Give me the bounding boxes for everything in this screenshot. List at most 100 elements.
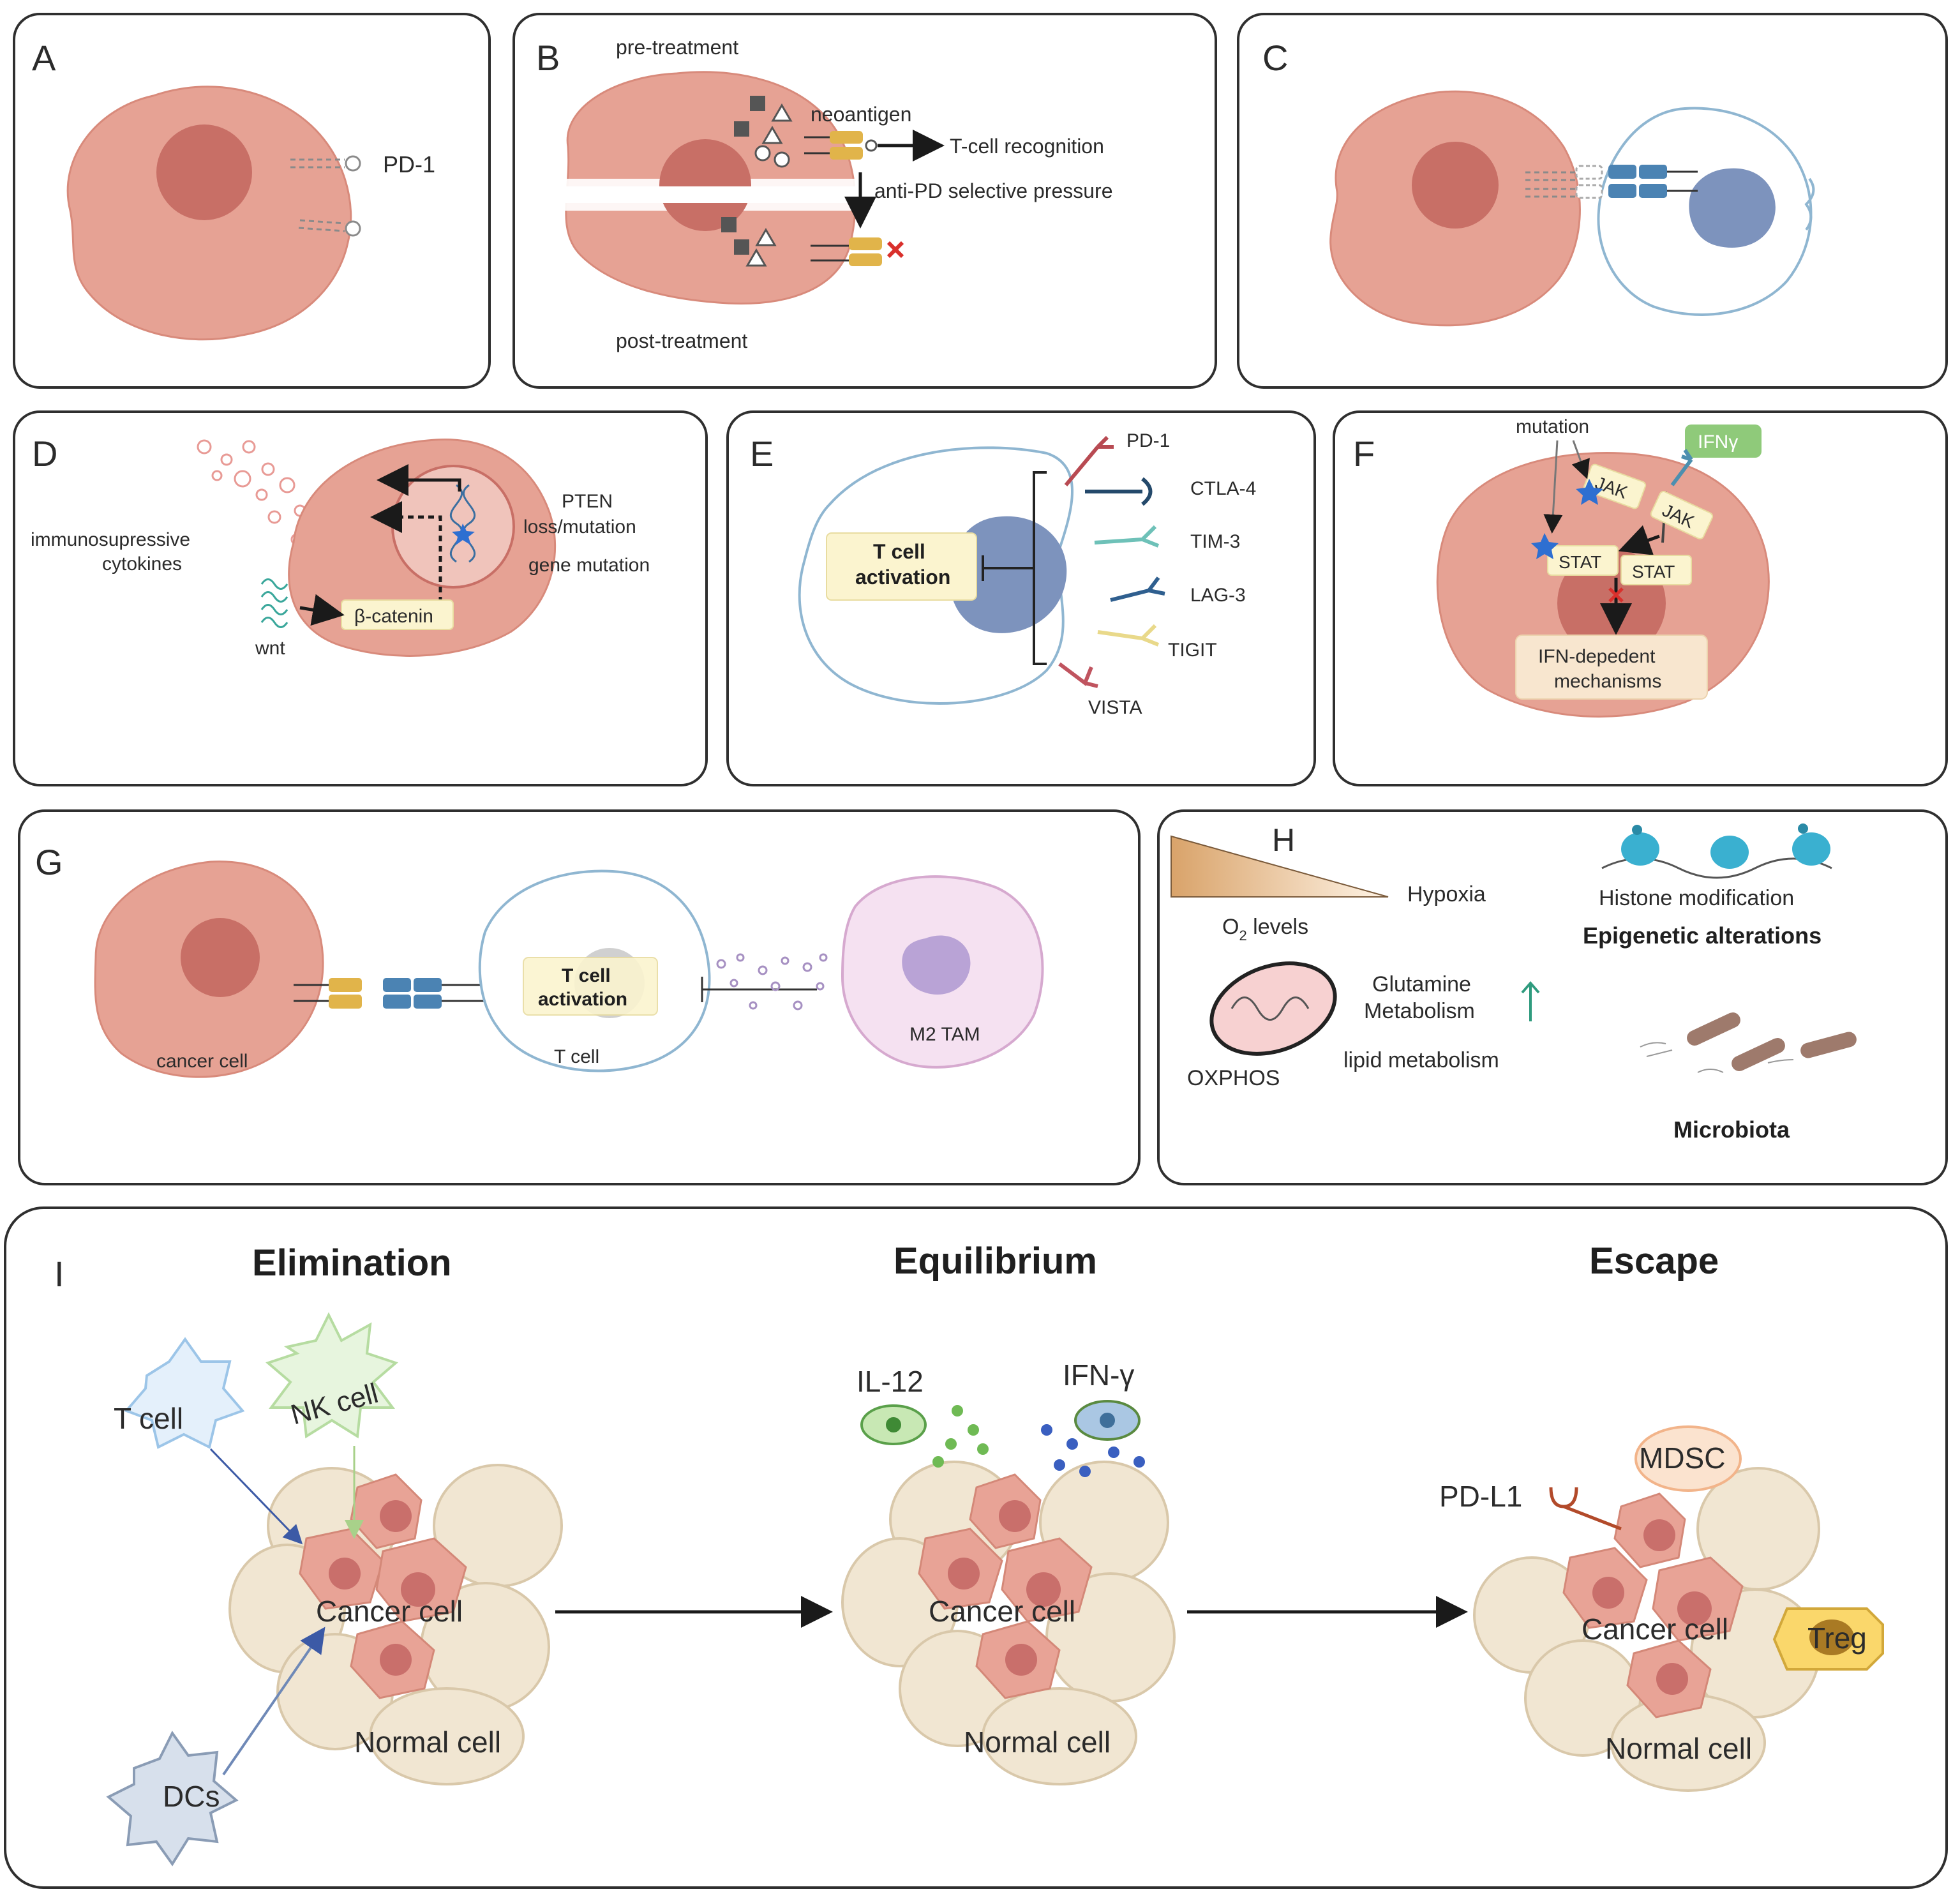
pd1-receptor <box>290 158 345 169</box>
label-lipid: lipid metabolism <box>1343 1048 1499 1072</box>
label-glutamine: Glutamine <box>1372 972 1471 996</box>
panel-letter-h: H <box>1272 822 1295 858</box>
nucleus <box>181 918 260 997</box>
label-ctla4: CTLA-4 <box>1190 478 1256 499</box>
pd1-receptor <box>383 978 411 992</box>
label-microbiota: Microbiota <box>1673 1116 1790 1143</box>
label-histone: Histone modification <box>1599 886 1794 910</box>
label-t-cell-name: T cell <box>554 1046 599 1067</box>
label-pten: PTEN <box>562 491 613 512</box>
tam-nucleus <box>902 935 971 995</box>
nucleus <box>1412 142 1499 229</box>
label-t-cell: T cell <box>562 965 611 986</box>
label-beta-catenin: β-catenin <box>354 606 433 627</box>
label-pd1: PD-1 <box>383 151 435 177</box>
label-tigit: TIGIT <box>1168 640 1217 661</box>
vista-receptor <box>1058 662 1098 688</box>
label-cancer-cell-2: Cancer cell <box>929 1595 1075 1628</box>
panel-letter-d: D <box>32 433 57 474</box>
label-t-cell-recognition: T-cell recognition <box>950 135 1104 158</box>
label-stat-2: STAT <box>1632 562 1675 582</box>
panel-letter-e: E <box>750 433 774 474</box>
cytokine-dots <box>716 953 828 1011</box>
label-treg: Treg <box>1807 1621 1867 1655</box>
label-mechanisms: mechanisms <box>1554 671 1661 692</box>
label-cytokines-2: cytokines <box>102 553 182 575</box>
panel-c: C <box>1237 13 1948 389</box>
panel-letter-a: A <box>32 38 56 78</box>
tcr-receptor <box>830 131 863 144</box>
label-normal-cell-2: Normal cell <box>964 1725 1111 1759</box>
label-cancer-cell: cancer cell <box>156 1051 248 1072</box>
panel-letter-f: F <box>1353 433 1375 474</box>
panel-g: G cancer cell T cell activation T cell M… <box>18 809 1141 1185</box>
label-ifn-dependent: IFN-depedent <box>1538 646 1656 667</box>
heading-elimination: Elimination <box>252 1242 452 1284</box>
mutation-star-icon <box>1576 479 1603 505</box>
ctla4-receptor <box>1085 477 1153 506</box>
panel-letter-i: I <box>54 1254 64 1294</box>
label-cancer-cell: Cancer cell <box>316 1595 463 1628</box>
dcs-star <box>106 1731 239 1867</box>
label-epigenetic: Epigenetic alterations <box>1583 922 1822 949</box>
label-cytokines-1: immunosupressive <box>31 529 190 550</box>
histone-icon <box>1601 823 1832 879</box>
panel-letter-b: B <box>536 38 560 78</box>
label-normal-cell: Normal cell <box>354 1725 501 1759</box>
label-cancer-cell-3: Cancer cell <box>1582 1612 1728 1646</box>
label-vista: VISTA <box>1088 697 1142 718</box>
lag3-receptor <box>1110 576 1165 602</box>
label-dcs: DCs <box>163 1780 220 1813</box>
label-gene-mutation: gene mutation <box>528 555 650 576</box>
mdsc-cell <box>1635 1425 1742 1492</box>
label-m2-tam: M2 TAM <box>909 1024 980 1045</box>
panel-i: I Elimination Equilibrium Escape Cancer … <box>4 1206 1948 1889</box>
label-activation: activation <box>538 989 627 1010</box>
pd-l1-receptor <box>1549 1487 1622 1531</box>
stat-box <box>1547 545 1619 576</box>
label-tim3: TIM-3 <box>1190 531 1240 552</box>
label-ifn-gamma: IFN-γ <box>1063 1358 1134 1392</box>
label-oxphos: OXPHOS <box>1187 1066 1280 1090</box>
ifn-gamma-badge <box>1685 425 1762 458</box>
nucleus <box>156 124 252 220</box>
label-mutation: mutation <box>1516 416 1589 437</box>
bacteria-icon <box>1640 1012 1857 1073</box>
label-pd-l1: PD-L1 <box>1439 1480 1522 1513</box>
wnt-receptor <box>260 578 288 628</box>
label-pd1: PD-1 <box>1126 430 1170 451</box>
label-activation: activation <box>855 566 950 589</box>
label-wnt: wnt <box>255 638 285 659</box>
label-stat: STAT <box>1559 552 1601 572</box>
panel-d: D β-catenin wnt immunosupressive cytokin… <box>13 410 708 786</box>
panel-b: B pre-treatment neoantigen T-cell recogn… <box>512 13 1217 389</box>
panel-f: F IFNγ JAK JAK STAT STAT mutation IFN-de… <box>1333 410 1948 786</box>
label-post-treatment: post-treatment <box>616 329 747 352</box>
t-cell-nucleus <box>949 516 1067 633</box>
label-selective-pressure: anti-PD selective pressure <box>874 179 1112 202</box>
tigit-receptor <box>1097 624 1160 647</box>
nucleus <box>659 139 751 231</box>
nk-cell-star <box>266 1312 398 1439</box>
blocked-x-icon <box>886 241 904 259</box>
up-arrow-icon <box>1521 981 1540 1021</box>
o2-gradient-triangle <box>1171 835 1389 898</box>
elimination-cluster <box>228 1464 563 1785</box>
ifn-mechanisms-box <box>1515 635 1708 700</box>
label-pre-treatment: pre-treatment <box>616 36 738 59</box>
label-mdsc: MDSC <box>1639 1441 1725 1475</box>
label-ifn-gamma: IFNγ <box>1698 432 1738 453</box>
label-t-cell: T cell <box>873 540 925 563</box>
t-cell-activation-box <box>826 532 977 601</box>
mitochondria-icon <box>1209 961 1337 1056</box>
panel-letter-c: C <box>1262 38 1288 78</box>
panel-letter-g: G <box>35 842 63 882</box>
label-o2: O2 levels <box>1222 915 1308 943</box>
panel-h: H Hypoxia O2 levels Histone modification… <box>1157 809 1948 1185</box>
label-normal-cell-3: Normal cell <box>1605 1732 1752 1765</box>
heading-escape: Escape <box>1589 1240 1719 1282</box>
label-t-cell: T cell <box>114 1402 183 1435</box>
panel-a: A PD-1 <box>13 13 491 389</box>
equilibrium-cluster <box>841 1461 1176 1785</box>
